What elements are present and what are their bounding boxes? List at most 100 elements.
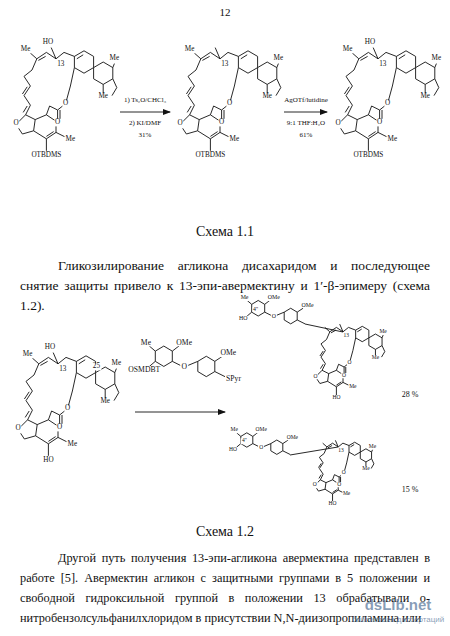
structure-label: O xyxy=(12,121,19,128)
structure-label: OMe xyxy=(301,303,315,309)
structure-label: OMe xyxy=(255,428,268,434)
structure-label: 2) KI/DMF xyxy=(128,120,162,127)
structure-label: 13 xyxy=(343,333,351,339)
structure-label: Me xyxy=(230,428,239,434)
structure-label: Me xyxy=(65,136,77,143)
structure-label: HO xyxy=(328,501,338,507)
structure-label: Me xyxy=(368,444,377,450)
structure-label: Me xyxy=(99,399,111,406)
structure-label: HO xyxy=(364,39,376,46)
reaction-arrow xyxy=(284,112,327,113)
structure-label: O xyxy=(258,445,264,451)
structure-label: O xyxy=(313,374,319,380)
structure-label: O xyxy=(341,373,347,379)
structure-label: O xyxy=(54,119,61,126)
structure-label: 13 xyxy=(58,367,67,374)
structure-label: O xyxy=(271,314,277,320)
structure-label: O xyxy=(384,100,391,107)
structure-label: Me xyxy=(361,467,370,473)
structure-label: Me xyxy=(22,351,34,358)
structure-label: 4'' xyxy=(252,307,259,313)
structure-label: OMe xyxy=(220,349,238,357)
body-paragraph: Гликозилирование агликона дисахаридом и … xyxy=(20,256,430,316)
scheme-caption: Схема 1.2 xyxy=(196,524,254,541)
structure-label: 4'' xyxy=(241,438,248,444)
structure-label: O xyxy=(180,363,188,371)
structure-label: O xyxy=(347,360,353,366)
glycosidic-bond xyxy=(305,324,343,332)
structure-label: OTBDMS xyxy=(30,152,62,159)
structure-label: Me xyxy=(371,355,380,361)
structure-label: HO xyxy=(44,344,56,351)
structure-label: O xyxy=(226,100,233,107)
structure-label: HO xyxy=(42,457,54,464)
structure-label: 1) Ts₂O/CHCl₃ xyxy=(123,97,167,104)
structure-label: HO xyxy=(238,316,248,322)
structure-label: HO xyxy=(42,39,54,46)
structure-label: OMe xyxy=(286,435,299,441)
structure-label: 31% xyxy=(138,132,153,139)
structure-label: Me xyxy=(67,441,79,448)
structure-label: 25 xyxy=(92,363,101,370)
structure-label: OSMDBT xyxy=(127,366,161,374)
reaction-arrow xyxy=(135,412,225,413)
structure-label: Me xyxy=(261,94,273,101)
structure-label: 13 xyxy=(337,448,345,454)
structure-label: Me xyxy=(184,46,196,53)
structure-label: Me xyxy=(20,46,32,53)
structure-label: O xyxy=(176,121,183,128)
disaccharide-unit xyxy=(247,300,305,324)
structure-label: OTBDMS xyxy=(352,152,384,159)
structure-label: 61% xyxy=(299,132,314,139)
structure-label: O xyxy=(336,482,342,488)
structure-label: 13 xyxy=(56,62,65,69)
structure-label: O xyxy=(334,121,341,128)
disaccharide-unit xyxy=(237,432,290,454)
epi-aglycone-structure xyxy=(338,48,439,151)
structure-label: HO xyxy=(228,447,238,453)
structure-label: 9:1 THF:H₂O xyxy=(286,120,326,127)
watermark: dsLib.net xyxy=(365,597,432,612)
structure-label: O xyxy=(341,470,347,476)
structure-label: OMe xyxy=(267,295,281,301)
product-aglycone xyxy=(316,324,385,395)
structure-label: AgOTf/lutidine xyxy=(283,97,329,104)
structure-label: O xyxy=(64,405,71,412)
structure-label: Me xyxy=(273,55,285,62)
structure-label: O xyxy=(56,424,63,431)
aglycone-structure xyxy=(16,48,117,151)
structure-label: Me xyxy=(387,136,399,143)
structure-label: Me xyxy=(378,329,387,335)
structure-label: OMe xyxy=(175,339,193,347)
iodide-structure xyxy=(180,48,281,151)
structure-label: O xyxy=(312,483,318,489)
structure-label: OTBDMS xyxy=(194,152,226,159)
structure-label: Me xyxy=(419,94,431,101)
structure-label: 15 % xyxy=(401,486,420,494)
structure-label: O xyxy=(14,426,21,433)
scheme-caption: Схема 1.1 xyxy=(196,224,254,241)
structure-label: 28 % xyxy=(401,391,420,399)
structure-label: Me xyxy=(140,339,152,347)
structure-label: HO xyxy=(331,396,341,402)
watermark: библиотека диссертаций xyxy=(352,616,444,624)
structure-label: Me xyxy=(111,360,123,367)
structure-label: Me xyxy=(342,492,351,498)
structure-label: Me xyxy=(240,295,250,301)
aglycone-structure xyxy=(18,353,119,456)
structure-label: Me xyxy=(431,55,443,62)
structure-label: 13 xyxy=(378,62,387,69)
structure-label: 13 xyxy=(220,62,229,69)
reaction-arrow xyxy=(120,112,170,113)
structure-label: Me xyxy=(109,55,121,62)
structure-label: Me xyxy=(229,136,241,143)
structure-label: Me xyxy=(342,46,354,53)
structure-label: O xyxy=(62,100,69,107)
structure-label: O xyxy=(218,119,225,126)
structure-label: 12 xyxy=(219,7,232,18)
structure-label: SPyr xyxy=(225,375,242,383)
structure-label: Me xyxy=(97,94,109,101)
